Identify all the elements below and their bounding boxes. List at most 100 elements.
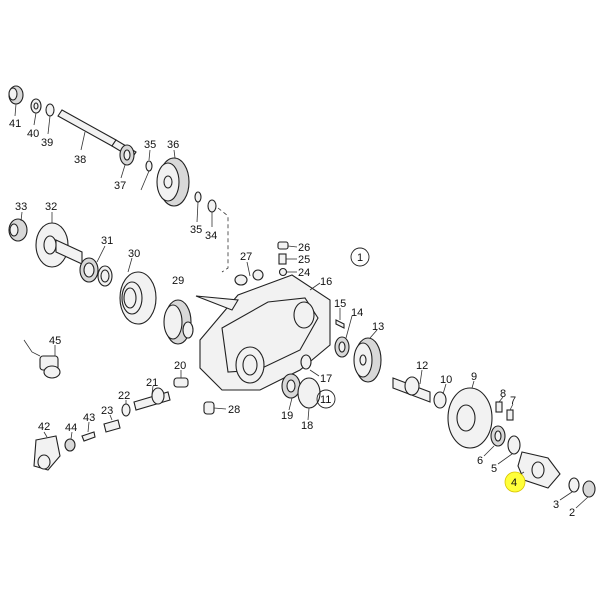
leader-lines-left [20, 211, 133, 273]
part-8-bolt[interactable] [495, 401, 503, 413]
part-19-bearing[interactable] [281, 373, 301, 399]
part-29-gear[interactable] [163, 299, 194, 345]
label-20: 20 [174, 360, 186, 372]
part-15-pin[interactable] [335, 319, 345, 329]
part-20-bush[interactable] [173, 377, 189, 388]
label-40: 40 [27, 128, 39, 140]
part-36-gear[interactable] [156, 157, 190, 207]
label-17: 17 [320, 373, 332, 385]
part-10-seal[interactable] [433, 391, 447, 409]
label-5: 5 [491, 463, 497, 475]
part-16-housing[interactable] [195, 274, 331, 391]
label-12: 12 [416, 360, 428, 372]
part-42-valve-body[interactable] [33, 435, 61, 471]
label-42: 42 [38, 421, 50, 433]
leader-lines-right [339, 308, 589, 509]
label-39: 39 [41, 137, 53, 149]
label-14: 14 [351, 307, 363, 319]
label-25: 25 [298, 254, 310, 266]
part-25-spring[interactable] [278, 253, 287, 265]
label-19: 19 [281, 410, 293, 422]
part-13-gear[interactable] [353, 337, 382, 383]
part-32-flange-shaft[interactable] [35, 222, 83, 268]
part-12-output-shaft[interactable] [392, 376, 431, 403]
part-17-ring[interactable] [300, 354, 312, 370]
label-45: 45 [49, 335, 61, 347]
part-6-bearing[interactable] [490, 425, 506, 447]
part-44-nut[interactable] [64, 438, 76, 452]
part-30-cover[interactable] [119, 271, 157, 325]
label-33: 33 [15, 201, 27, 213]
part-37-bearing[interactable] [119, 144, 135, 166]
label-15: 15 [334, 298, 346, 310]
part-22-ring[interactable] [121, 403, 131, 417]
part-14-bearing[interactable] [334, 336, 350, 358]
label-8: 8 [500, 388, 506, 400]
label-30: 30 [128, 248, 140, 260]
label-43: 43 [83, 412, 95, 424]
highlight-part-4[interactable]: 4 [504, 471, 526, 493]
part-31-bearing-and-ring[interactable] [79, 257, 113, 287]
label-2: 2 [569, 507, 575, 519]
part-5-seal[interactable] [507, 435, 521, 455]
part-40-washer[interactable] [30, 98, 42, 114]
leader-lines-lower [54, 345, 320, 421]
label-13: 13 [372, 321, 384, 333]
callout-11-label: 11 [320, 394, 331, 406]
label-41: 41 [9, 118, 21, 130]
callout-11: 11 [316, 389, 336, 409]
label-27: 27 [240, 251, 252, 263]
label-23: 23 [101, 405, 113, 417]
label-3: 3 [553, 499, 559, 511]
label-31: 31 [101, 235, 113, 247]
part-4-yoke-flange[interactable] [517, 451, 561, 489]
label-32: 32 [45, 201, 57, 213]
label-37: 37 [114, 180, 126, 192]
part-21-shift-shaft[interactable] [133, 387, 171, 411]
part-34-ring[interactable] [207, 199, 217, 213]
label-7: 7 [510, 395, 516, 407]
label-34: 34 [205, 230, 217, 242]
label-35-top: 35 [144, 139, 156, 151]
part-39-ring[interactable] [45, 103, 55, 117]
part-2-nut[interactable] [582, 480, 596, 498]
label-21: 21 [146, 377, 158, 389]
label-16: 16 [320, 276, 332, 288]
leader-lines-lower-left [43, 421, 90, 440]
label-6: 6 [477, 455, 483, 467]
part-labels: 41 40 39 38 37 35 36 35 34 33 32 31 30 2… [9, 118, 575, 519]
part-9-flange-cover[interactable] [447, 387, 493, 449]
leader-lines-upper [246, 245, 321, 291]
part-33-bearing[interactable] [8, 218, 28, 242]
part-27-bush[interactable] [234, 269, 264, 286]
leader-lines-top [14, 103, 229, 273]
part-23-spring[interactable] [103, 419, 121, 433]
label-26: 26 [298, 242, 310, 254]
part-28-bush[interactable] [203, 401, 215, 415]
part-26-bolt[interactable] [277, 241, 289, 250]
label-44: 44 [65, 422, 77, 434]
label-4: 4 [511, 477, 517, 489]
label-24: 24 [298, 267, 310, 279]
label-9: 9 [471, 371, 477, 383]
callout-1-label: 1 [357, 252, 363, 264]
part-18-shim[interactable] [297, 377, 321, 409]
label-28: 28 [228, 404, 240, 416]
label-35-bottom: 35 [190, 224, 202, 236]
part-24-ball[interactable] [278, 267, 288, 277]
label-38: 38 [74, 154, 86, 166]
label-29: 29 [172, 275, 184, 287]
part-3-washer[interactable] [568, 477, 580, 493]
part-7-bolt[interactable] [506, 409, 514, 421]
part-43-plug[interactable] [81, 431, 96, 442]
part-35-snap-ring-lower[interactable] [194, 191, 202, 203]
label-36: 36 [167, 139, 179, 151]
label-22: 22 [118, 390, 130, 402]
label-10: 10 [440, 374, 452, 386]
part-35-snap-ring-upper[interactable] [145, 160, 153, 172]
callout-1: 1 [350, 247, 370, 267]
label-18: 18 [301, 420, 313, 432]
part-41-nut[interactable] [8, 85, 24, 105]
part-45-sensor[interactable] [23, 339, 61, 379]
